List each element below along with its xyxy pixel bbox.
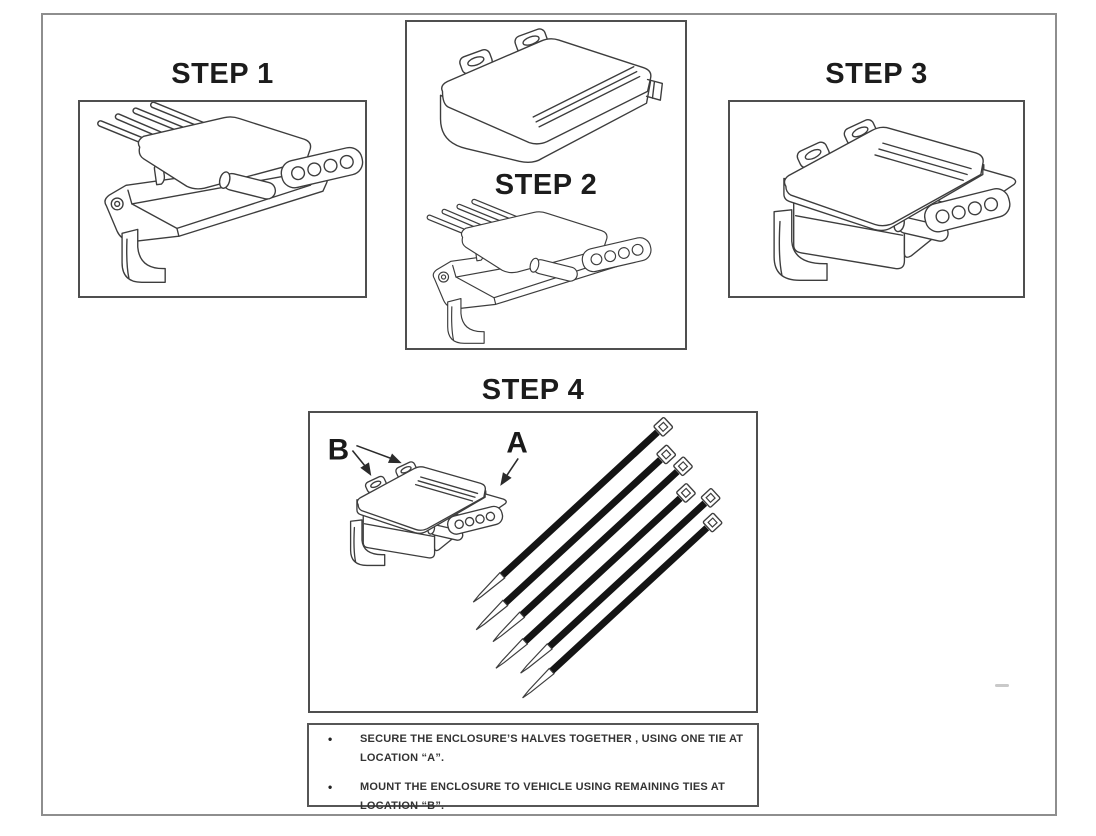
cable-tie <box>492 456 693 643</box>
connector-body <box>460 211 608 274</box>
test-pin <box>218 171 277 200</box>
trailer-connector <box>426 198 652 282</box>
note-item: • SECURE THE ENCLOSURE’S HALVES TOGETHER… <box>309 730 757 768</box>
elbow-foot <box>121 228 166 283</box>
cable-tie <box>522 512 723 699</box>
bullet-icon: • <box>328 732 333 746</box>
step3-title: STEP 3 <box>825 58 928 90</box>
lid-ribs <box>532 66 641 128</box>
note-line: LOCATION “A”. <box>360 752 445 764</box>
cable-tie <box>472 416 674 603</box>
lid-side <box>356 485 486 534</box>
note-line: MOUNT THE ENCLOSURE TO VEHICLE USING REM… <box>360 781 726 793</box>
connector-body <box>137 116 312 190</box>
lid-ribs <box>874 142 972 182</box>
step1-drawing <box>97 102 364 283</box>
arrow-a <box>500 457 519 486</box>
enclosure-lid <box>439 28 664 164</box>
lid-top <box>783 126 984 227</box>
arrow-b-left <box>351 449 372 476</box>
assembled-enclosure <box>349 461 507 567</box>
step2-title: STEP 2 <box>494 169 598 201</box>
step1-panel <box>78 100 367 298</box>
bullet-icon: • <box>328 780 333 794</box>
elbow-foot <box>773 209 828 282</box>
step4-panel: B A <box>308 411 758 713</box>
label-b: B <box>328 433 349 466</box>
note-line: LOCATION “B”. <box>360 800 445 812</box>
cable-tie <box>520 488 721 674</box>
step2-drawing <box>426 28 664 344</box>
elbow-foot <box>447 297 485 344</box>
note-line: SECURE THE ENCLOSURE’S HALVES TOGETHER ,… <box>360 733 744 745</box>
label-a: A <box>506 426 527 459</box>
step3-panel <box>728 100 1025 298</box>
stray-mark <box>995 684 1009 687</box>
cable-tie <box>495 483 696 669</box>
step2-panel: STEP 2 <box>405 20 687 350</box>
connector-end-face <box>923 188 1011 233</box>
connector-in-tray <box>426 198 652 344</box>
lid-side <box>783 156 984 232</box>
step4-drawing: B A <box>328 416 723 699</box>
connector-end-face <box>581 237 652 273</box>
step4-title: STEP 4 <box>481 374 585 406</box>
lid-top <box>356 466 486 531</box>
connector-end-face <box>280 146 364 189</box>
note-item: • MOUNT THE ENCLOSURE TO VEHICLE USING R… <box>309 778 757 816</box>
arrow-b-right <box>356 444 402 464</box>
connector-end-face <box>446 505 504 535</box>
cable-ties <box>472 416 723 699</box>
step1-title: STEP 1 <box>171 58 274 90</box>
assembled-enclosure <box>773 119 1017 282</box>
lid-ribs <box>414 476 479 502</box>
notes-box: • SECURE THE ENCLOSURE’S HALVES TOGETHER… <box>307 723 759 812</box>
cable-tie <box>475 444 677 631</box>
test-pin <box>529 257 578 282</box>
step3-drawing <box>773 119 1017 282</box>
lid-notch <box>645 78 664 101</box>
trailer-connector <box>97 102 364 200</box>
